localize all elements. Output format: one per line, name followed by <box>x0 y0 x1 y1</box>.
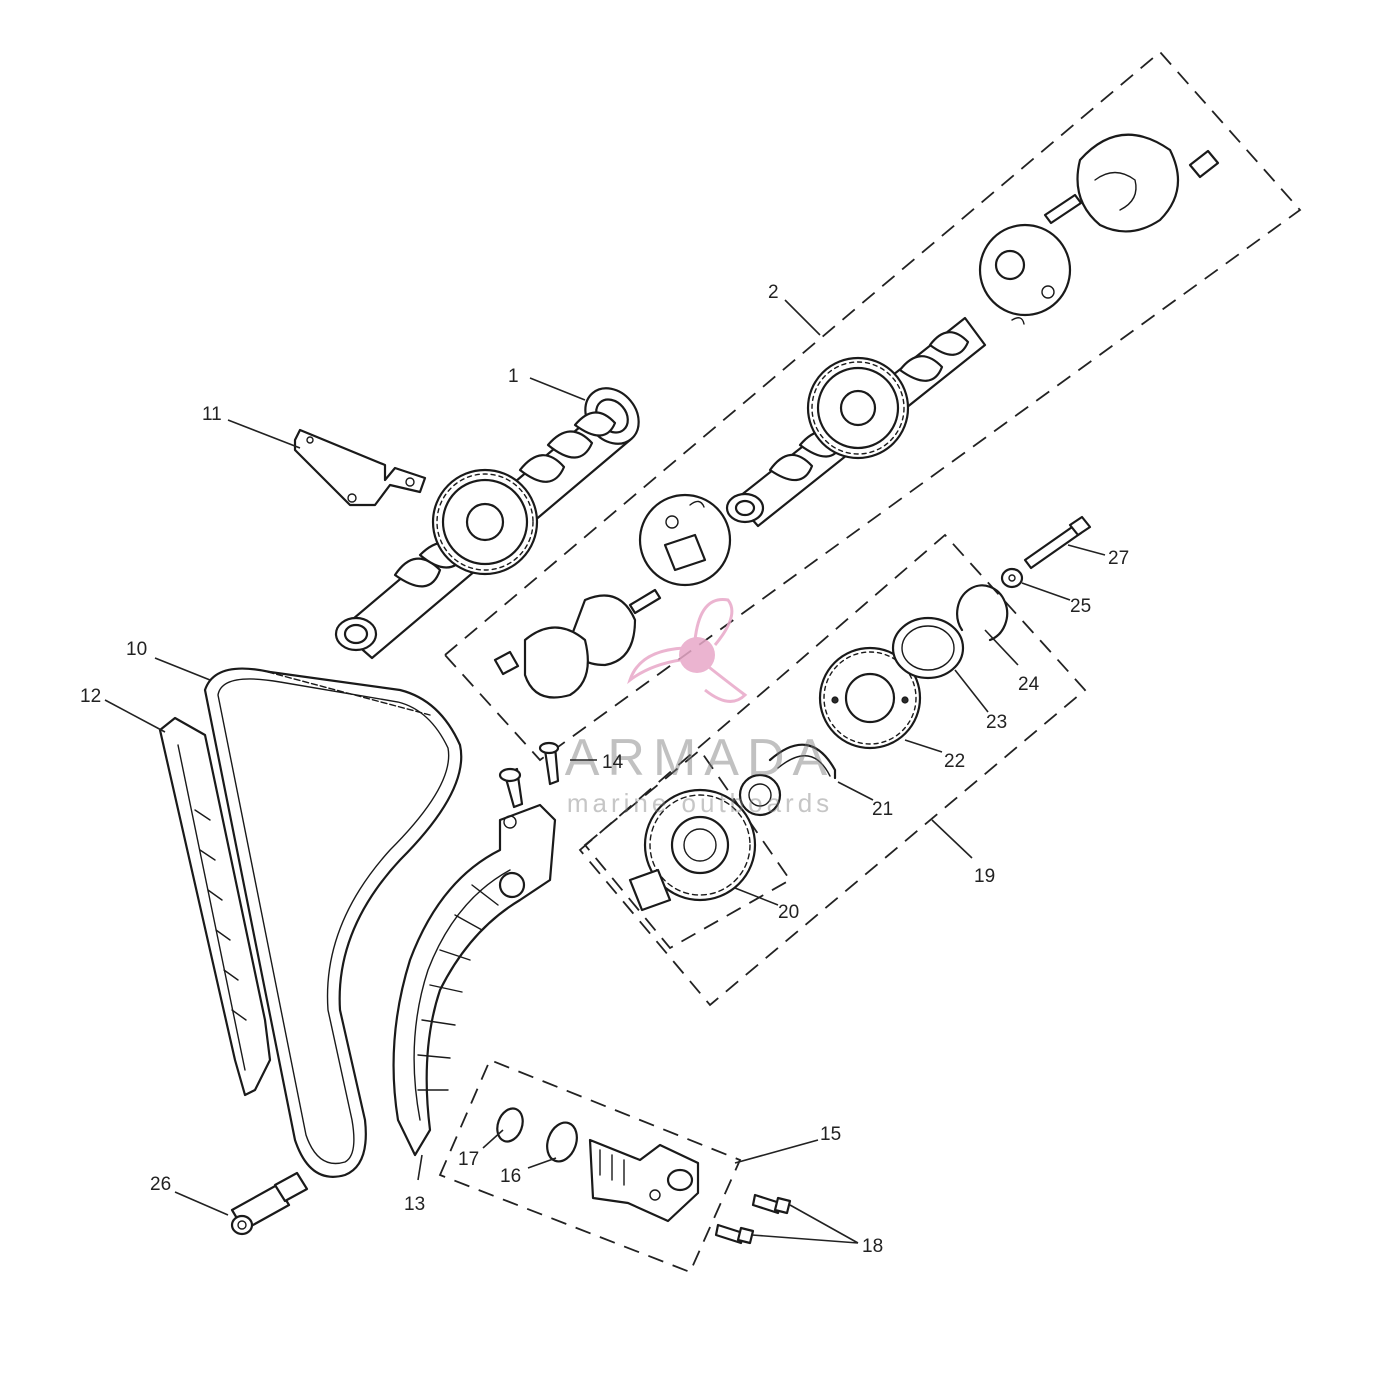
callout-10: 10 <box>126 639 147 660</box>
callout-23: 23 <box>986 712 1007 733</box>
callout-17: 17 <box>458 1149 479 1170</box>
callout-15: 15 <box>820 1124 841 1145</box>
bolt-27 <box>1023 515 1092 570</box>
watermark-brand: ARMADA <box>565 729 835 787</box>
camshaft-1 <box>334 387 640 660</box>
tensioner-15 <box>588 1138 700 1223</box>
callout-21: 21 <box>872 799 893 820</box>
circlip-24 <box>956 584 1009 642</box>
callout-18: 18 <box>862 1236 883 1257</box>
pin-26 <box>230 1171 309 1236</box>
bolt-14 <box>498 741 560 809</box>
bracket-11 <box>293 428 427 507</box>
callout-27: 27 <box>1108 548 1129 569</box>
callout-14: 14 <box>602 752 624 773</box>
callout-16: 16 <box>500 1166 521 1187</box>
callout-12: 12 <box>80 686 101 707</box>
callout-22: 22 <box>944 751 965 772</box>
idler-gear-20 <box>628 788 757 912</box>
timing-chain-10 <box>203 667 463 1178</box>
gear-22 <box>818 646 922 750</box>
callout-26: 26 <box>150 1174 171 1195</box>
callouts: 1 2 10 11 12 13 14 15 16 17 18 19 20 21 … <box>80 282 1129 1257</box>
leader-lines <box>104 299 1106 1244</box>
callout-20: 20 <box>778 902 799 923</box>
callout-19: 19 <box>974 866 995 887</box>
o-ring-16 <box>546 1121 578 1163</box>
armada-logo: ARMADA marine outboards <box>565 598 835 818</box>
group-box-15 <box>438 1058 742 1274</box>
o-ring-17 <box>496 1107 524 1143</box>
tensioner-arm-13 <box>392 803 557 1157</box>
callout-2: 2 <box>768 282 779 303</box>
bolt-18 <box>714 1193 792 1245</box>
chain-guide-12 <box>158 716 272 1097</box>
bearing-21 <box>738 743 837 817</box>
callout-24: 24 <box>1018 674 1040 695</box>
camshaft-2 <box>493 133 1220 699</box>
thrust-washer-23 <box>891 616 965 680</box>
washer-25 <box>1000 567 1024 589</box>
group-box-2 <box>443 50 1302 762</box>
watermark-tagline: marine outboards <box>567 788 833 818</box>
callout-13: 13 <box>404 1194 425 1215</box>
callout-25: 25 <box>1070 596 1091 617</box>
group-box-19 <box>578 533 1087 1007</box>
callout-11: 11 <box>202 404 222 425</box>
callout-1: 1 <box>508 366 519 387</box>
